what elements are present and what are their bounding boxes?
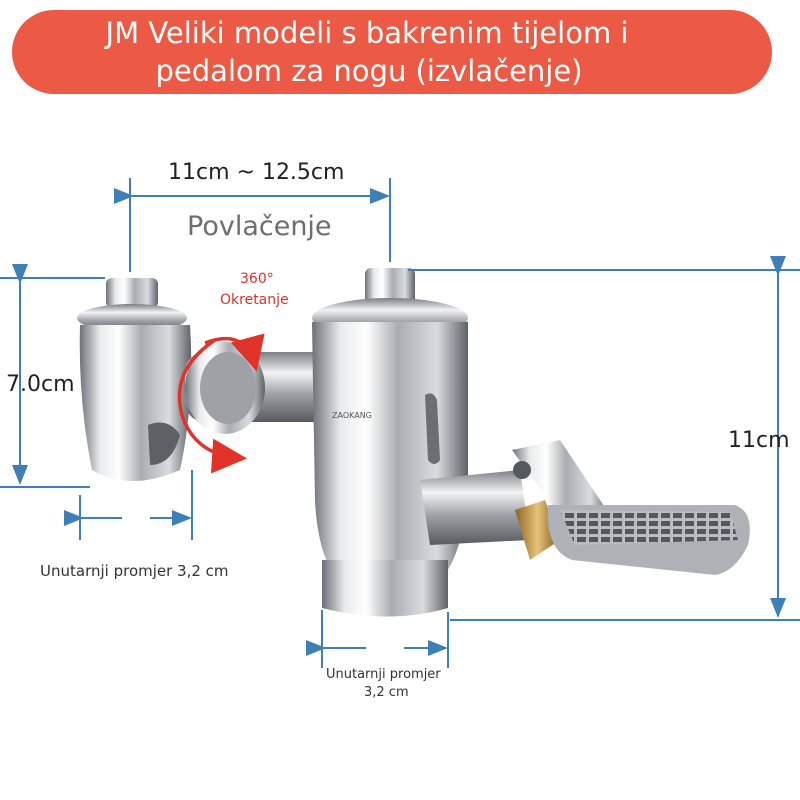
brand-mark: ZAOKANG bbox=[332, 411, 372, 420]
title-banner: JM Veliki modeli s bakrenim tijelom i pe… bbox=[12, 10, 772, 94]
inner-diameter-bottom-label-line1: Unutarnji promjer bbox=[326, 667, 441, 682]
inner-diameter-left-label: Unutarnji promjer 3,2 cm bbox=[40, 562, 229, 580]
left-height-dimension: 7.0cm bbox=[6, 372, 75, 397]
banner-title-line1: JM Veliki modeli s bakrenim tijelom i bbox=[105, 16, 629, 50]
rotation-text-label: Okretanje bbox=[220, 292, 289, 308]
rotation-degrees-label: 360° bbox=[240, 271, 274, 287]
banner-title-line2: pedalom za nogu (izvlačenje) bbox=[155, 54, 583, 88]
right-height-dimension: 11cm bbox=[728, 428, 790, 453]
foot-pedal bbox=[420, 440, 750, 575]
inner-diameter-bottom-label-line2: 3,2 cm bbox=[364, 685, 409, 700]
main-valve: ZAOKANG bbox=[312, 268, 468, 617]
dimension-lines bbox=[0, 178, 800, 668]
rotation-arrow bbox=[177, 333, 265, 474]
banner-title: JM Veliki modeli s bakrenim tijelom i pe… bbox=[106, 14, 629, 90]
connector-pipe bbox=[185, 342, 335, 434]
left-valve bbox=[77, 278, 192, 481]
top-width-dimension: 11cm ~ 12.5cm bbox=[168, 160, 345, 185]
pull-label: Povlačenje bbox=[187, 211, 332, 242]
